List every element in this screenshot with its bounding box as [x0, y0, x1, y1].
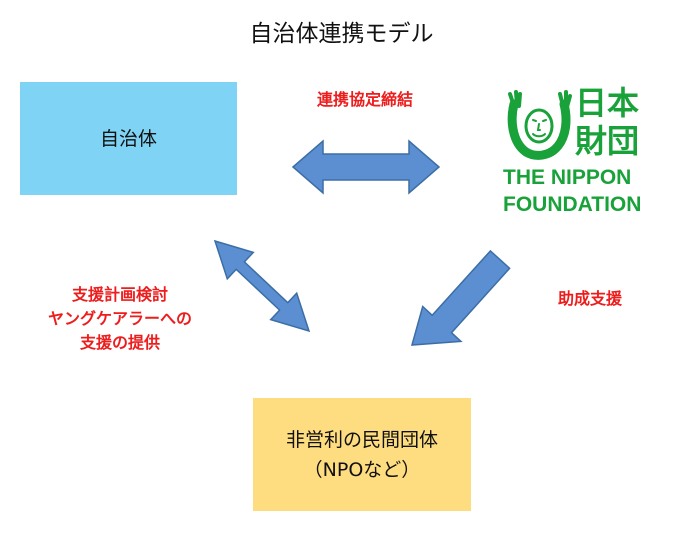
nippon-foundation-mark-icon [507, 90, 572, 160]
logo-english-line1: THE NIPPON [503, 166, 632, 189]
arrow-grant [410, 249, 511, 346]
municipality-box: 自治体 [20, 82, 237, 195]
logo-english-line2: FOUNDATION [503, 193, 642, 216]
double-arrow-support-plan [213, 239, 311, 333]
municipality-label: 自治体 [99, 127, 157, 150]
agreement-label: 連携協定締結 [290, 88, 440, 112]
logo-kanji-line2: 財団 [575, 122, 640, 160]
double-arrow-agreement [291, 139, 441, 195]
support-plan-line3: 支援の提供 [79, 333, 160, 352]
npo-box: 非営利の民間団体 （NPOなど） [253, 398, 471, 511]
page-title: 自治体連携モデル [249, 21, 434, 47]
agreement-label-text: 連携協定締結 [316, 90, 413, 109]
logo-kanji-line1: 日本 [575, 84, 640, 122]
grant-label-text: 助成支援 [557, 289, 622, 308]
npo-label-line2: （NPOなど） [303, 458, 421, 481]
npo-label-line1: 非営利の民間団体 [285, 428, 438, 451]
support-plan-label: 支援計画検討 ヤングケアラーへの 支援の提供 [20, 283, 220, 355]
grant-label: 助成支援 [535, 287, 645, 311]
support-plan-line2: ヤングケアラーへの [47, 309, 192, 328]
support-plan-line1: 支援計画検討 [71, 285, 168, 304]
